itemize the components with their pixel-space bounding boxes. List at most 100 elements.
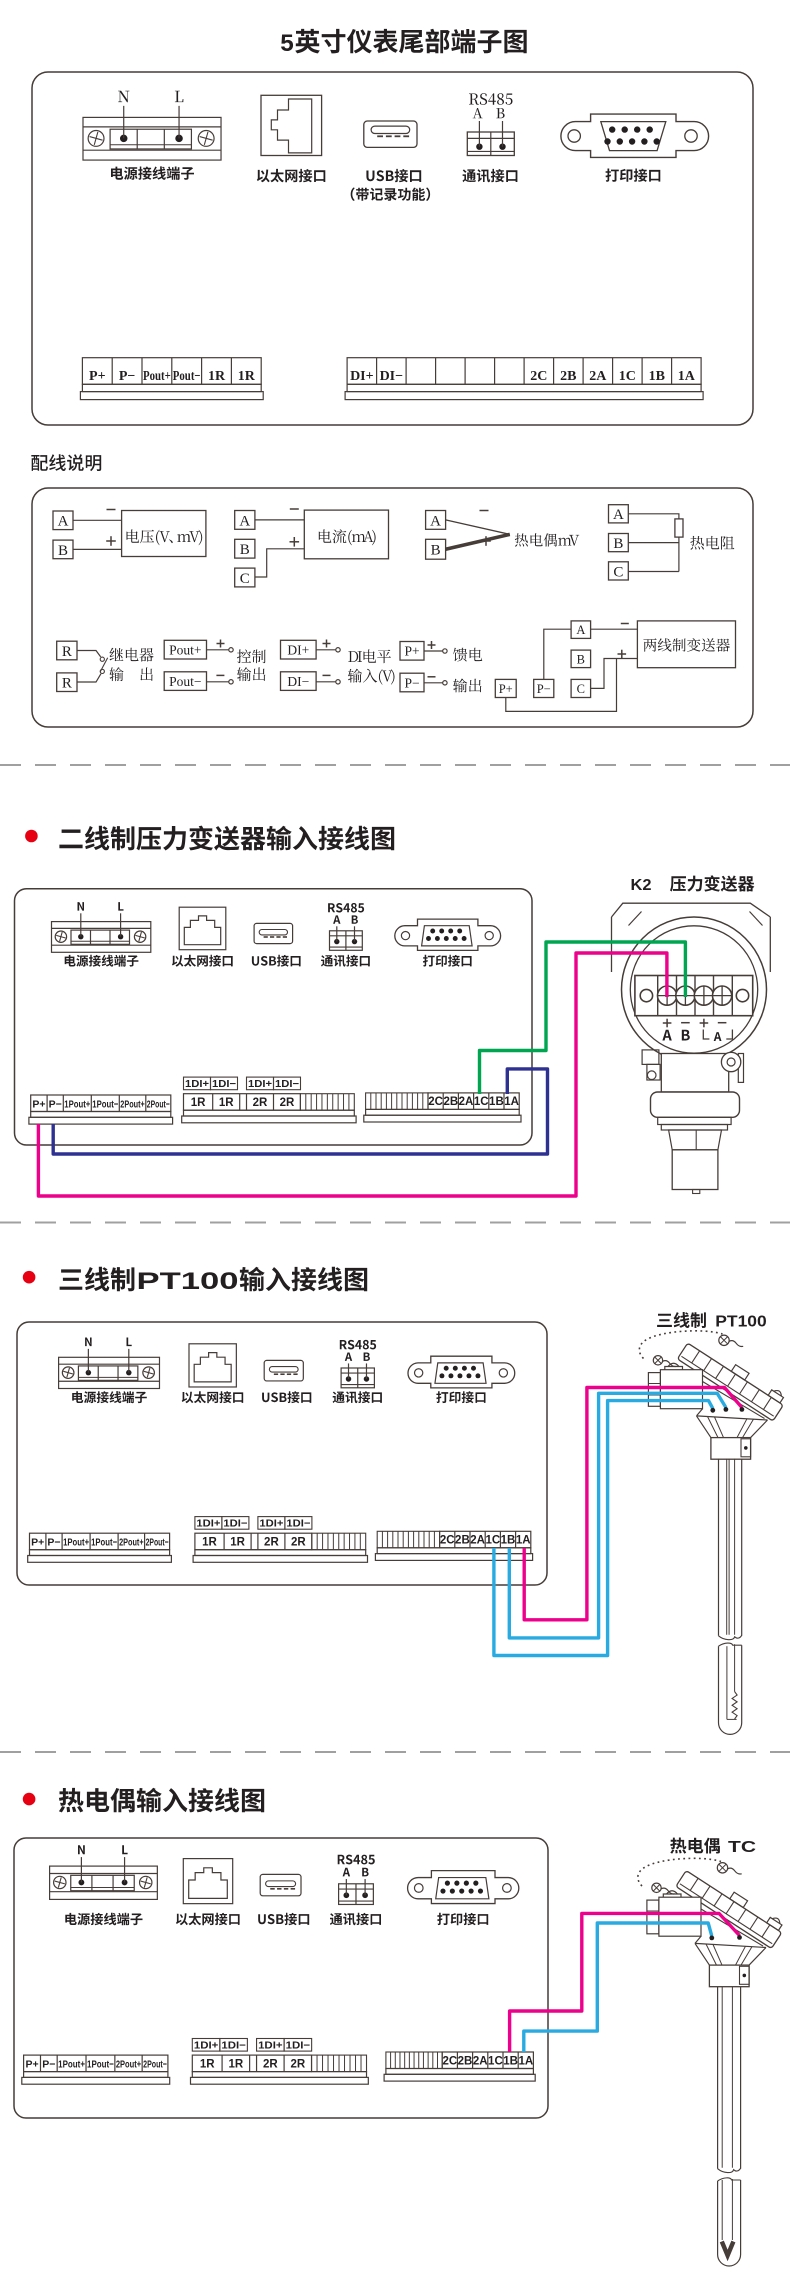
svg-text:P+: P+ [25,2058,38,2070]
svg-text:B: B [577,652,585,666]
svg-text:1C: 1C [485,1535,500,1547]
svg-text:R: R [62,644,72,660]
svg-text:P+: P+ [404,644,419,659]
svg-text:1R: 1R [208,369,226,384]
svg-text:DI+: DI+ [287,643,309,658]
svg-text:Pout−: Pout− [173,369,201,384]
svg-text:DI−: DI− [287,674,309,689]
svg-text:B: B [431,543,441,559]
svg-text:2Pout+: 2Pout+ [120,1098,145,1110]
svg-text:2B: 2B [443,1096,458,1108]
svg-text:DI−: DI− [380,369,404,384]
svg-text:A: A [239,513,250,529]
svg-text:2R: 2R [263,2058,278,2070]
svg-text:C: C [577,682,585,696]
svg-text:2B: 2B [560,369,576,384]
svg-text:P+: P+ [89,369,106,384]
svg-text:2Pout−: 2Pout− [146,1537,169,1549]
svg-text:1DI−: 1DI− [221,2041,246,2052]
svg-text:P−: P− [42,2058,55,2070]
svg-text:1B: 1B [503,2055,518,2067]
svg-text:1R: 1R [200,2058,215,2070]
svg-text:1C: 1C [488,2055,503,2067]
svg-text:1B: 1B [489,1096,504,1108]
svg-text:P−: P− [47,1537,60,1549]
svg-text:1Pout+: 1Pout+ [64,1098,90,1110]
svg-text:A: A [430,513,441,529]
svg-text:P−: P− [537,682,551,696]
svg-text:1A: 1A [678,369,696,384]
svg-text:Pout−: Pout− [169,674,201,689]
svg-text:1R: 1R [191,1097,206,1109]
svg-text:P+: P+ [32,1098,45,1110]
svg-text:TC: TC [728,1839,757,1856]
svg-text:P−: P− [49,1098,62,1110]
svg-text:2A: 2A [473,2055,488,2067]
svg-text:B: B [58,543,68,559]
svg-text:A: A [613,507,624,523]
svg-text:P−: P− [404,675,419,690]
svg-text:B: B [240,542,250,558]
svg-text:1DI+: 1DI+ [248,1079,272,1090]
svg-text:5: 5 [280,30,294,57]
svg-text:P+: P+ [499,682,513,696]
svg-text:1B: 1B [649,369,665,384]
svg-text:2R: 2R [290,2058,305,2070]
svg-text:1DI+: 1DI+ [185,1079,209,1090]
svg-text:2R: 2R [291,1537,306,1549]
svg-text:1A: 1A [504,1096,519,1108]
svg-text:2Pout+: 2Pout+ [119,1537,144,1549]
svg-text:P+: P+ [31,1537,44,1549]
svg-text:PT100: PT100 [137,1268,239,1295]
svg-text:1R: 1R [238,369,256,384]
svg-text:1Pout−: 1Pout− [92,1098,118,1110]
svg-text:C: C [240,571,250,587]
svg-text:2C: 2C [440,1535,455,1547]
svg-text:2A: 2A [459,1096,474,1108]
svg-text:1A: 1A [516,1535,531,1547]
svg-text:Pout+: Pout+ [143,369,171,384]
svg-text:2Pout−: 2Pout− [143,2058,167,2070]
svg-text:1DI−: 1DI− [286,2041,311,2052]
svg-text:1DI+: 1DI+ [194,2041,219,2052]
svg-text:1R: 1R [202,1537,217,1549]
svg-text:2B: 2B [458,2055,473,2067]
svg-text:A: A [58,514,69,530]
svg-text:2C: 2C [442,2055,457,2067]
svg-text:2A: 2A [589,369,607,384]
svg-text:K2: K2 [631,877,652,894]
svg-text:1Pout+: 1Pout+ [58,2058,85,2070]
svg-text:2R: 2R [253,1097,268,1109]
svg-text:1R: 1R [219,1097,234,1109]
svg-text:1C: 1C [474,1096,489,1108]
svg-text:1DI−: 1DI− [286,1519,310,1530]
svg-text:PT100: PT100 [715,1314,767,1331]
svg-text:2Pout−: 2Pout− [147,1098,170,1110]
svg-text:1DI−: 1DI− [212,1079,236,1090]
svg-text:2B: 2B [455,1535,470,1547]
svg-text:1R: 1R [230,1537,245,1549]
svg-text:1DI−: 1DI− [275,1079,299,1090]
svg-text:B: B [613,536,623,552]
svg-text:1DI−: 1DI− [223,1519,247,1530]
svg-text:R: R [62,676,72,692]
svg-text:Pout+: Pout+ [169,643,201,658]
svg-text:1R: 1R [229,2058,244,2070]
svg-text:DI+: DI+ [350,369,374,384]
svg-text:2Pout+: 2Pout+ [116,2058,141,2070]
svg-text:C: C [613,564,623,580]
svg-text:1DI+: 1DI+ [258,2041,283,2052]
svg-text:1B: 1B [501,1535,516,1547]
svg-text:1Pout+: 1Pout+ [63,1537,89,1549]
svg-text:2R: 2R [264,1537,279,1549]
svg-text:1Pout−: 1Pout− [87,2058,114,2070]
svg-text:1DI+: 1DI+ [259,1519,283,1530]
svg-text:1C: 1C [619,369,636,384]
svg-text:2C: 2C [530,369,547,384]
svg-text:2C: 2C [428,1096,443,1108]
svg-text:1A: 1A [518,2055,533,2067]
svg-text:A: A [576,623,585,637]
svg-text:P−: P− [119,369,136,384]
svg-text:1DI+: 1DI+ [196,1519,220,1530]
svg-text:1Pout−: 1Pout− [91,1537,117,1549]
